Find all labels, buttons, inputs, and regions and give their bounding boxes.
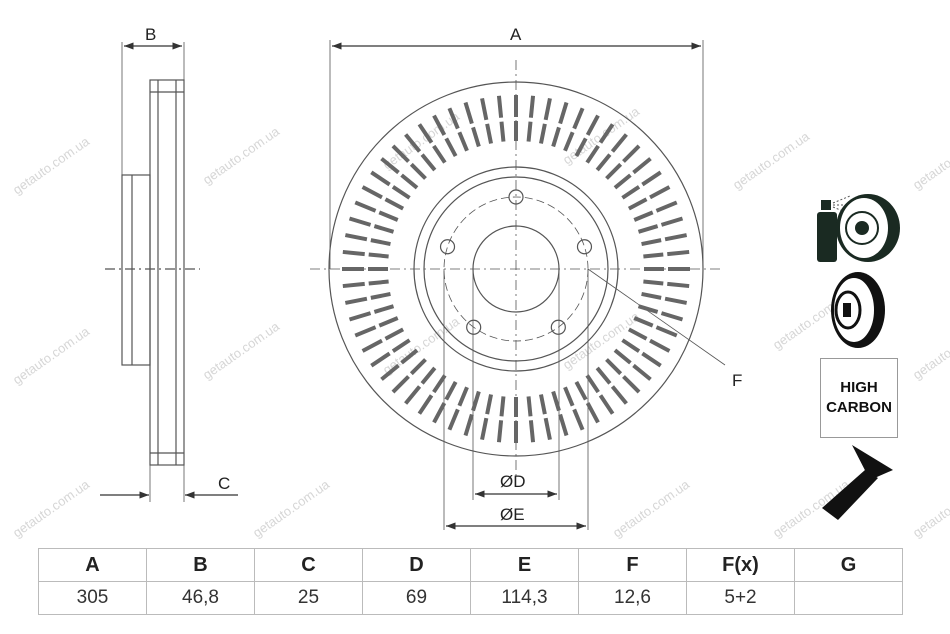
- bolt-hole: [439, 239, 456, 255]
- vent-slot: [595, 130, 631, 172]
- vent-slot: [358, 183, 405, 211]
- vent-slot: [366, 168, 411, 200]
- vent-slot: [633, 199, 682, 222]
- vent-slot: [605, 358, 644, 397]
- vent-slot: [613, 154, 655, 190]
- vent-slot: [446, 386, 469, 435]
- vent-slot: [526, 91, 536, 142]
- bolt-hole: [576, 239, 593, 255]
- vent-slot: [627, 183, 674, 211]
- vent-slot: [621, 338, 666, 370]
- vent-slot: [446, 103, 469, 152]
- vent-slot: [585, 119, 617, 164]
- dim-label-e: ØE: [500, 505, 525, 524]
- vent-slot: [633, 316, 682, 339]
- vent-slot: [637, 304, 687, 323]
- vent-slot: [496, 91, 506, 142]
- vent-slot: [563, 103, 586, 152]
- vent-slot: [563, 386, 586, 435]
- vent-slot: [415, 374, 447, 419]
- vent-slot: [621, 168, 666, 200]
- value-cell: 25: [254, 581, 363, 615]
- vent-slot: [377, 348, 419, 384]
- high-carbon-badge: HIGH CARBON: [820, 358, 898, 438]
- vent-slot: [430, 380, 458, 427]
- vent-slot: [479, 94, 493, 144]
- vent-slot: [341, 232, 391, 246]
- header-cell: E: [470, 548, 579, 582]
- vent-slot: [358, 327, 405, 355]
- vent-slot: [641, 232, 691, 246]
- vent-slot: [574, 380, 602, 427]
- vent-slot: [613, 348, 655, 384]
- vent-slot: [585, 374, 617, 419]
- vent-slot: [350, 316, 399, 339]
- vent-slot: [366, 338, 411, 370]
- table-header-row: A B C D E F F(x) G: [38, 548, 903, 582]
- vent-slot: [345, 215, 395, 234]
- dim-label-c: C: [218, 474, 230, 493]
- vent-slot: [539, 394, 553, 444]
- bolt-hole: [466, 319, 482, 335]
- vent-slot: [415, 119, 447, 164]
- header-cell: F: [578, 548, 687, 582]
- vent-slot: [479, 394, 493, 444]
- dim-label-d: ØD: [500, 472, 526, 491]
- vent-slot: [643, 249, 694, 259]
- value-cell: 12,6: [578, 581, 687, 615]
- vent-slot: [627, 327, 674, 355]
- vent-slot: [401, 366, 437, 408]
- coated-disc-spray-icon: [817, 194, 900, 262]
- vent-slot: [388, 141, 427, 180]
- vent-slot: [643, 279, 694, 289]
- vent-slot: [641, 292, 691, 306]
- vent-slot: [595, 366, 631, 408]
- vent-slot: [341, 292, 391, 306]
- value-cell: 46,8: [146, 581, 255, 615]
- dim-label-f: F: [732, 371, 742, 390]
- vent-slot: [605, 141, 644, 180]
- value-cell: 114,3: [470, 581, 579, 615]
- value-cell: 5+2: [686, 581, 795, 615]
- value-cell: [794, 581, 903, 615]
- header-cell: G: [794, 548, 903, 582]
- vent-slot: [401, 130, 437, 172]
- dim-label-a: A: [510, 25, 522, 44]
- vent-slot: [345, 304, 395, 323]
- vent-slot: [462, 98, 481, 148]
- vent-slot: [338, 249, 389, 259]
- table-row: 305 46,8 25 69 114,3 12,6 5+2: [38, 581, 903, 615]
- value-cell: 305: [38, 581, 147, 615]
- front-view: [310, 40, 726, 530]
- vent-slot: [338, 279, 389, 289]
- vent-slot: [551, 98, 570, 148]
- bolt-hole: [550, 319, 566, 335]
- screw-icon: [822, 445, 893, 520]
- header-cell: D: [362, 548, 471, 582]
- header-cell: B: [146, 548, 255, 582]
- vent-slot: [637, 215, 687, 234]
- vent-slot: [350, 199, 399, 222]
- vented-disc-icon: [831, 272, 885, 348]
- vent-slot: [430, 111, 458, 158]
- vent-slot: [539, 94, 553, 144]
- value-cell: 69: [362, 581, 471, 615]
- vent-slot: [526, 396, 536, 447]
- vent-slot: [388, 358, 427, 397]
- vent-slot: [574, 111, 602, 158]
- header-cell: A: [38, 548, 147, 582]
- bolt-hole: [508, 189, 524, 205]
- dimensions-table: A B C D E F F(x) G 305 46,8 25 69 114,3 …: [38, 548, 903, 615]
- vent-slot: [377, 154, 419, 190]
- header-cell: F(x): [686, 548, 795, 582]
- dim-label-b: B: [145, 25, 156, 44]
- high-carbon-line1: HIGH: [840, 379, 878, 396]
- high-carbon-line2: CARBON: [826, 399, 892, 416]
- vent-slot: [551, 390, 570, 440]
- header-cell: C: [254, 548, 363, 582]
- vent-slot: [496, 396, 506, 447]
- vent-slot: [462, 390, 481, 440]
- side-view: [100, 42, 238, 502]
